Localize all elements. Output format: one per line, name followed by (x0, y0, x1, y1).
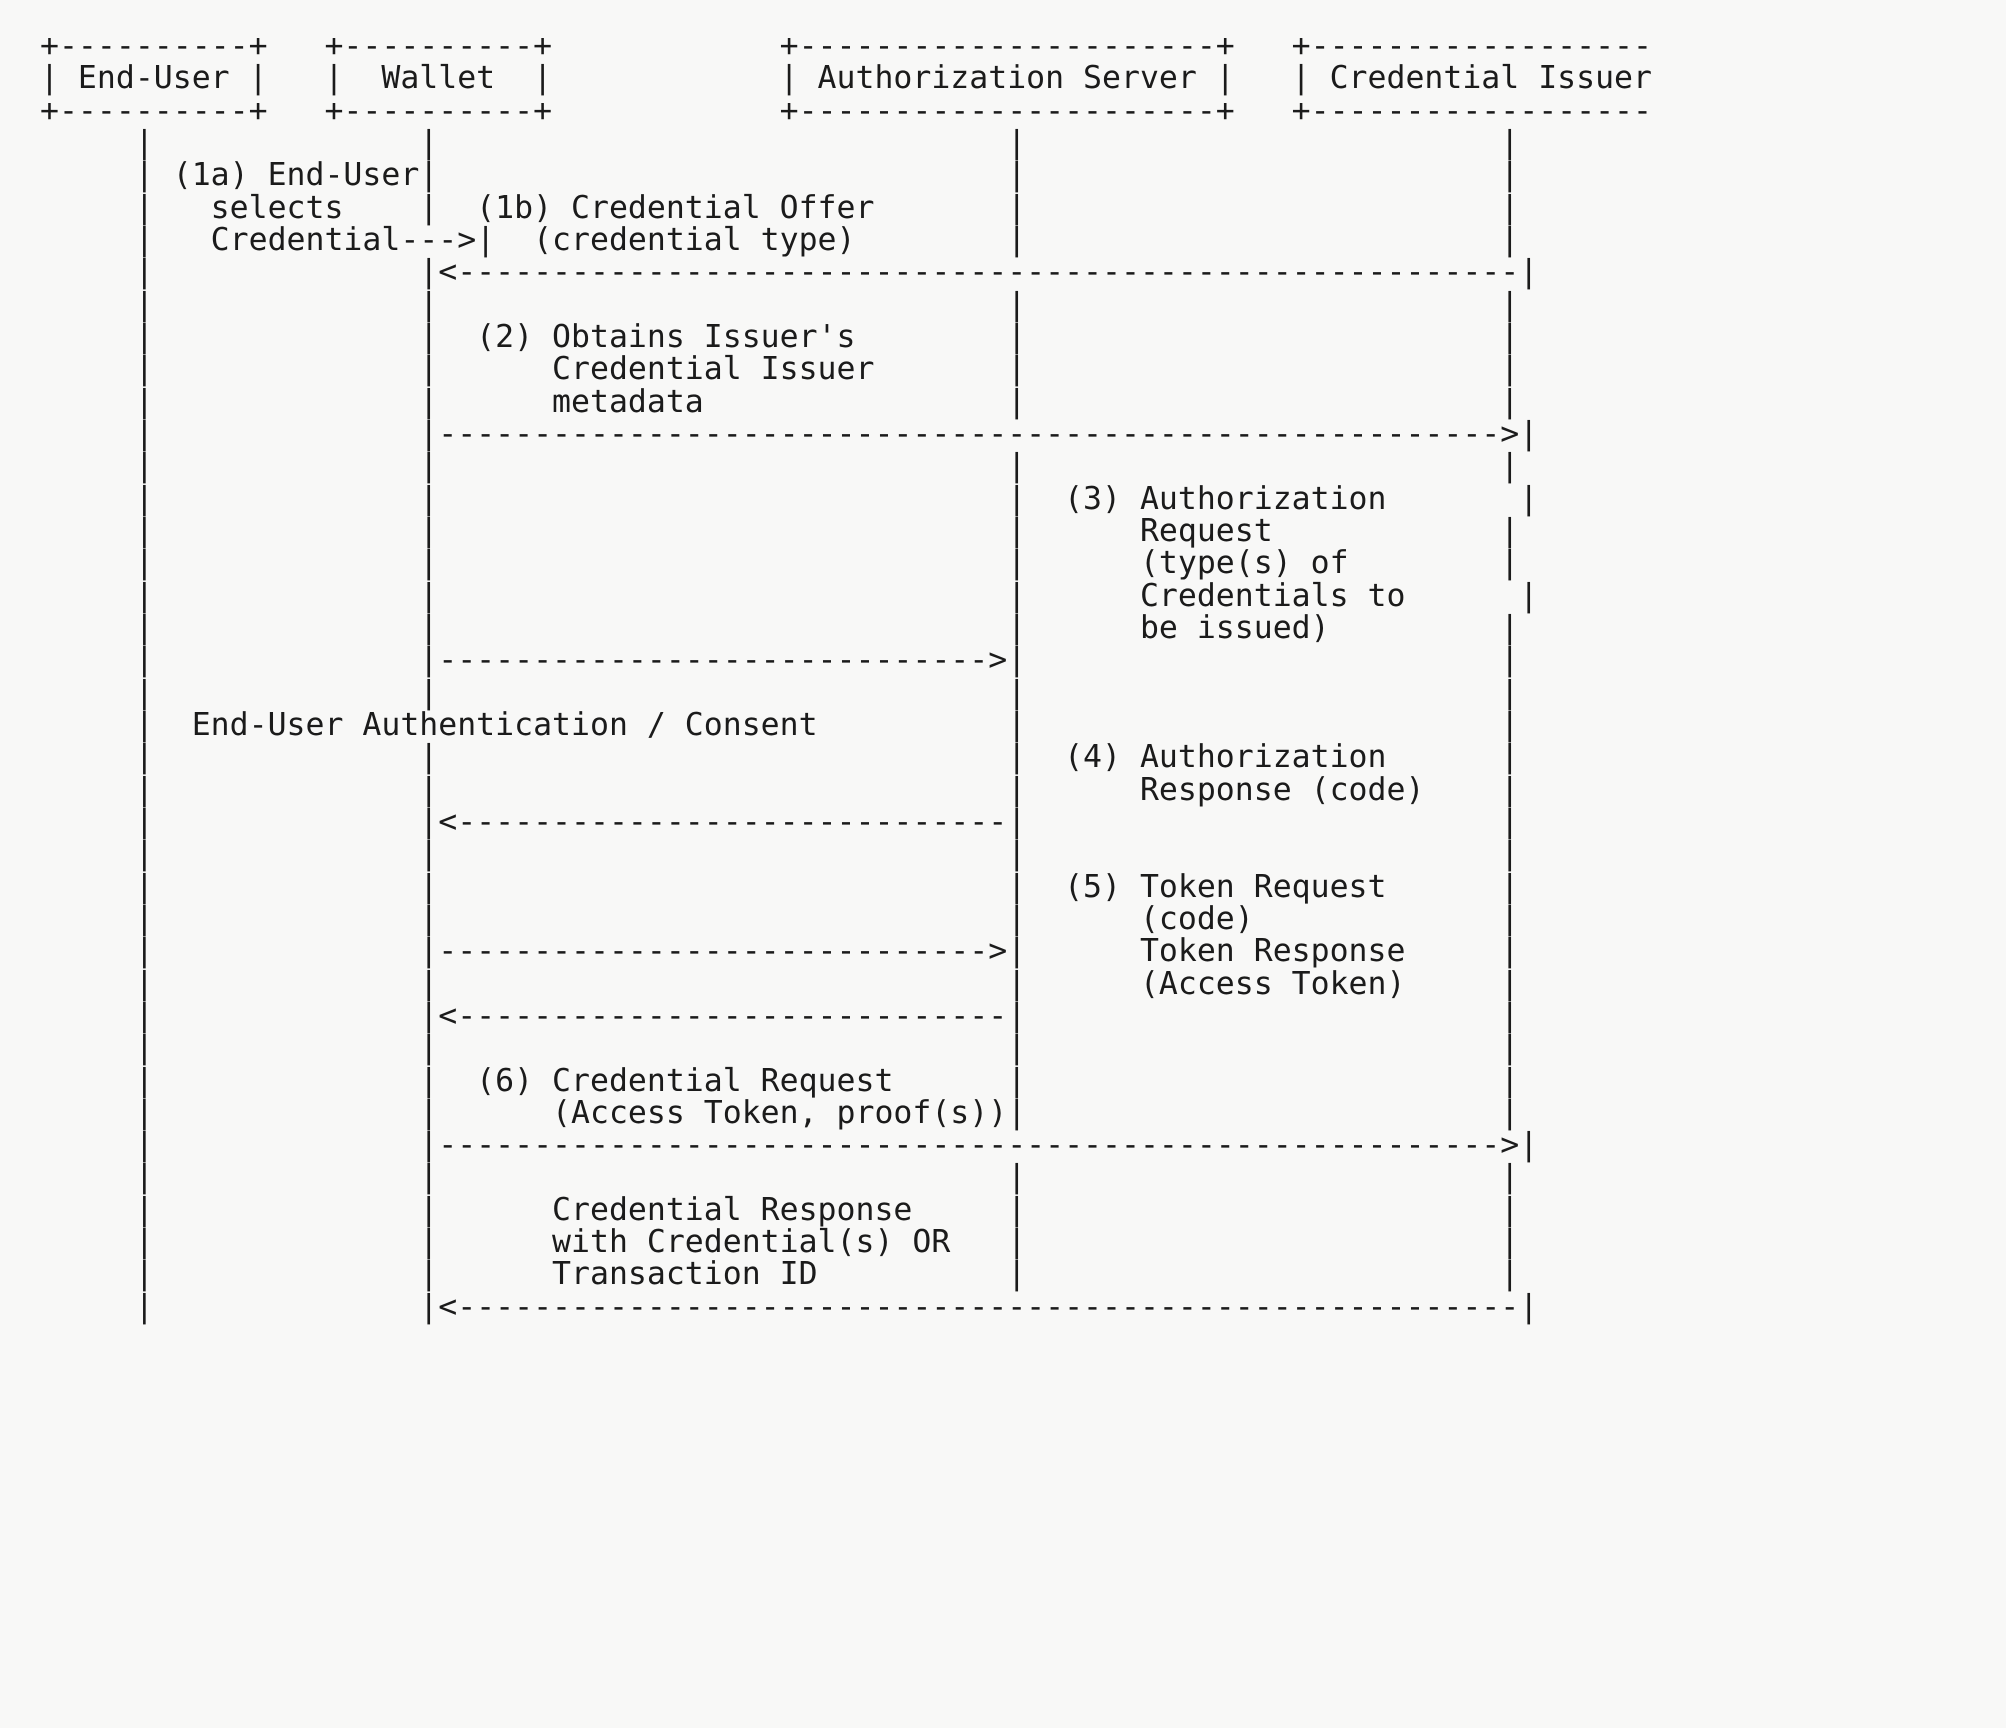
credential-issuance-sequence-diagram: +----------+ +----------+ +-------------… (40, 28, 1652, 1325)
